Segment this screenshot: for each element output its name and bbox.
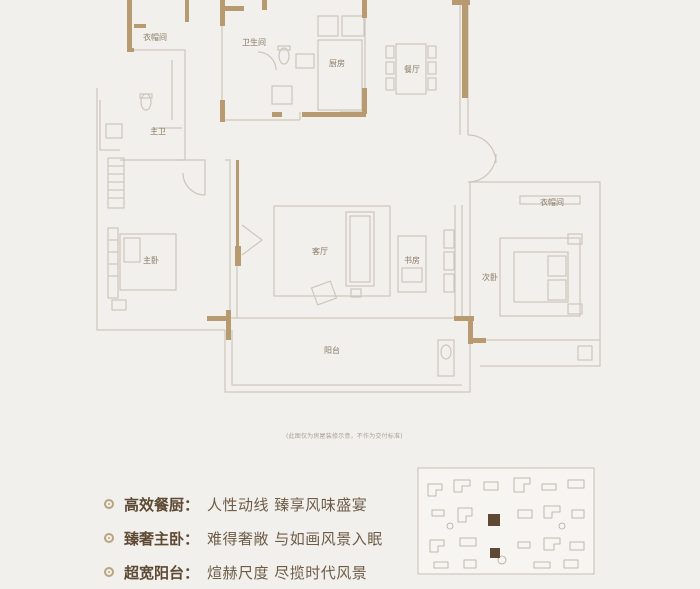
room-label-dining: 餐厅 [404,65,420,74]
feature-title: 超宽阳台 [124,563,185,582]
feature-description: 难得奢敞 与如画风景入眠 [207,529,383,548]
floor-plan: 衣帽间 卫生间 厨房 餐厅 主卫 客厅 书房 主卧 衣帽间 次卧 阳台 [96,0,601,393]
feature-item-dining-kitchen: 高效餐厨 ： 人性动线 臻享风味盛宴 [104,487,383,521]
bullet-icon [104,533,114,543]
feature-description: 煊赫尺度 尽揽时代风景 [207,563,368,582]
feature-title: 高效餐厨 [124,495,185,514]
feature-list: 高效餐厨 ： 人性动线 臻享风味盛宴 臻奢主卧 ： 难得奢敞 与如画风景入眠 超… [104,487,383,589]
room-label-second-bedroom: 次卧 [482,272,498,282]
feature-description: 人性动线 臻享风味盛宴 [207,495,368,514]
room-label-master-bath: 主卫 [150,126,166,136]
site-plan-thumbnail [417,467,595,575]
bullet-icon [104,499,114,509]
disclaimer: (此图仅为房屋装修示意，不作为交付标准) [286,433,403,440]
feature-item-balcony: 超宽阳台 ： 煊赫尺度 尽揽时代风景 [104,555,383,589]
room-label-cloakroom-top: 衣帽间 [143,32,167,42]
feature-item-master-bedroom: 臻奢主卧 ： 难得奢敞 与如画风景入眠 [104,521,383,555]
room-label-study: 书房 [404,255,420,265]
feature-colon: ： [184,529,200,548]
feature-colon: ： [184,563,200,582]
feature-title: 臻奢主卧 [124,529,185,548]
room-label-living: 客厅 [312,246,328,256]
room-label-bathroom: 卫生间 [242,37,266,47]
feature-colon: ： [184,495,200,514]
room-label-master-bedroom: 主卧 [143,255,159,265]
room-label-balcony: 阳台 [324,345,340,355]
room-label-kitchen: 厨房 [329,58,345,68]
room-label-cloakroom-right: 衣帽间 [540,197,564,207]
